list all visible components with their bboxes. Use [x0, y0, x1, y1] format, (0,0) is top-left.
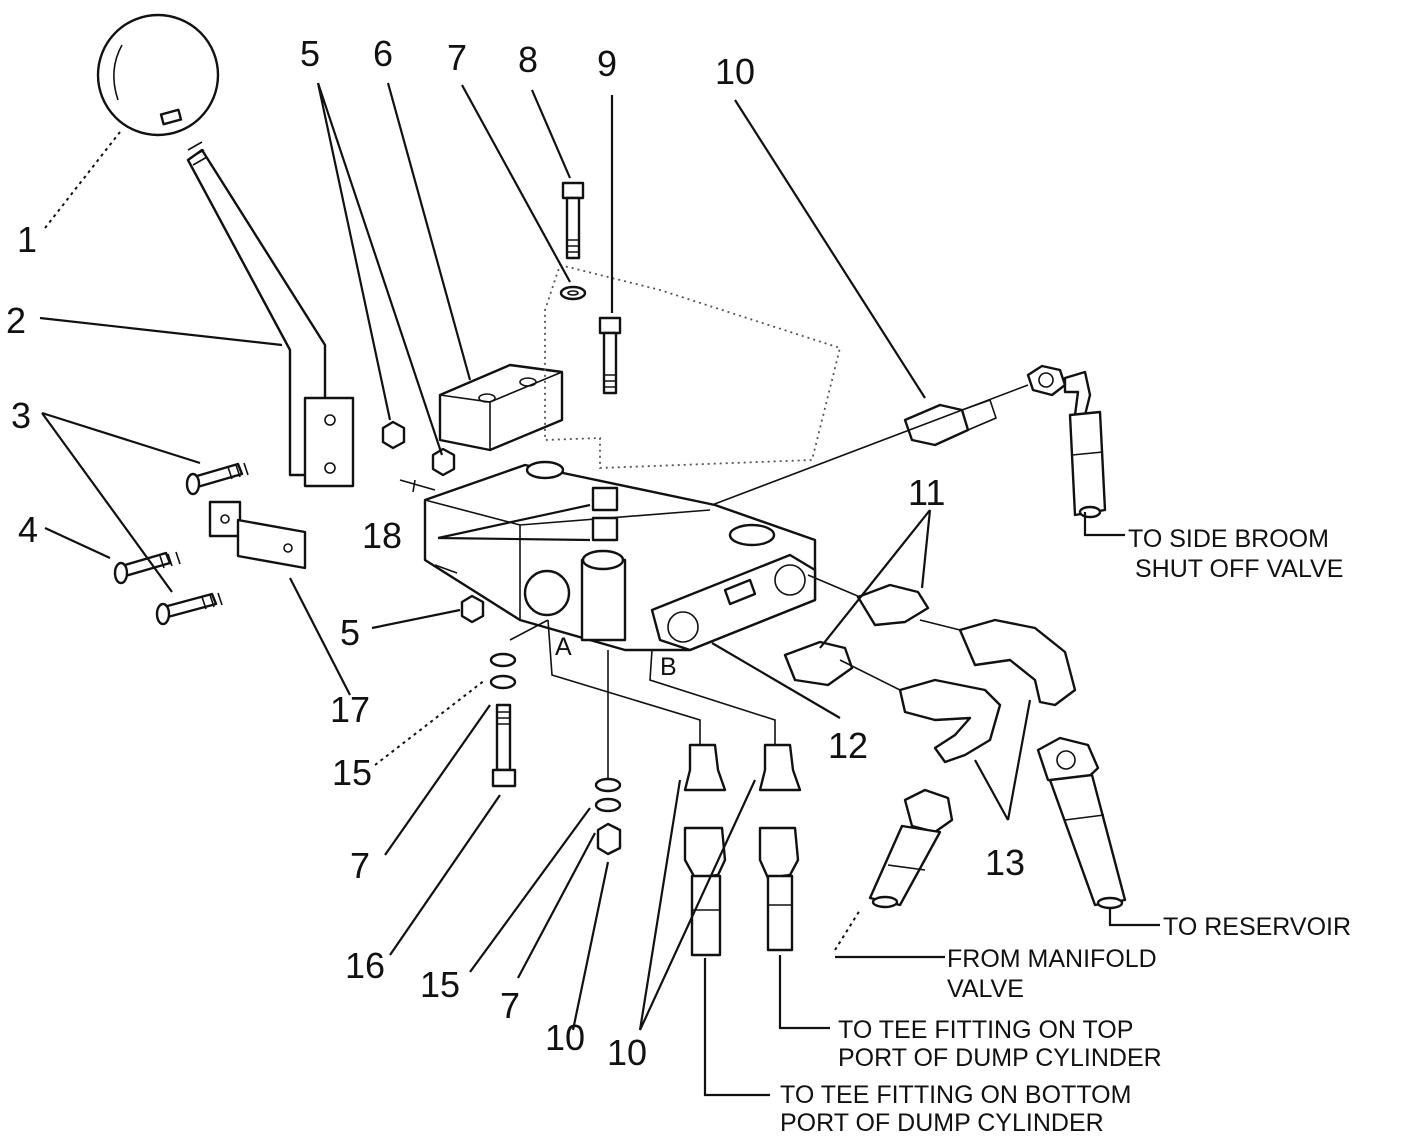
control-valve-body — [399, 460, 817, 652]
note-side-broom-line1: TO SIDE BROOM — [1128, 525, 1329, 553]
callout-3: 3 — [11, 395, 31, 436]
mounting-bracket-outline — [544, 263, 842, 469]
callout-10-fittings: 10 — [607, 1032, 647, 1073]
callout-2: 2 — [6, 300, 26, 341]
port-label-a: A — [555, 633, 572, 661]
right-port-fittings — [783, 583, 1077, 764]
callout-12: 12 — [828, 725, 868, 766]
handle-lever — [186, 141, 355, 488]
callout-9: 9 — [597, 43, 617, 84]
callout-18: 18 — [362, 515, 402, 556]
callout-17: 17 — [330, 689, 370, 730]
callout-5-top: 5 — [300, 33, 320, 74]
reservoir-hose — [1036, 736, 1127, 910]
callout-7-left: 7 — [350, 845, 370, 886]
note-tee-bottom-line2: PORT OF DUMP CYLINDER — [780, 1109, 1104, 1137]
manifold-hose — [868, 788, 954, 909]
spacer-block — [438, 363, 564, 452]
callout-16: 16 — [345, 945, 385, 986]
note-tee-top-line1: TO TEE FITTING ON TOP — [838, 1016, 1133, 1044]
nuts-5 — [381, 420, 485, 624]
callout-13: 13 — [985, 842, 1025, 883]
callout-6: 6 — [373, 33, 393, 74]
callout-5-bottom: 5 — [340, 612, 360, 653]
callout-4: 4 — [18, 509, 38, 550]
note-tee-top-line2: PORT OF DUMP CYLINDER — [838, 1044, 1162, 1072]
link-plates — [208, 500, 307, 570]
callout-15-bottom: 15 — [420, 964, 460, 1005]
callout-7-top: 7 — [447, 37, 467, 78]
callout-11: 11 — [908, 472, 945, 513]
note-manifold-line2: VALVE — [947, 975, 1024, 1003]
callout-10-top: 10 — [715, 51, 755, 92]
callout-8: 8 — [518, 39, 538, 80]
callout-numbers: 1 2 3 4 5 5 6 7 7 7 8 9 10 10 10 11 12 1… — [6, 33, 1025, 1073]
callout-1: 1 — [17, 219, 37, 260]
callout-7-bottom: 7 — [500, 985, 520, 1026]
bolt-16 — [489, 652, 622, 856]
hose-destination-notes: TO SIDE BROOM SHUT OFF VALVE TO RESERVOI… — [780, 525, 1351, 1137]
note-reservoir: TO RESERVOIR — [1163, 913, 1351, 941]
note-manifold-line1: FROM MANIFOLD — [947, 945, 1157, 973]
bolts-8-9 — [559, 181, 622, 395]
lower-fittings-and-hoses — [683, 743, 802, 957]
callout-15-left: 15 — [332, 752, 372, 793]
leader-lines — [39, 82, 1160, 1097]
callout-10-nut: 10 — [545, 1017, 585, 1058]
port-label-b: B — [660, 653, 677, 681]
note-side-broom-line2: SHUT OFF VALVE — [1135, 555, 1343, 583]
note-tee-bottom-line1: TO TEE FITTING ON BOTTOM — [780, 1081, 1131, 1109]
bolts-3-4 — [113, 462, 249, 626]
knob — [96, 13, 220, 137]
upper-fitting-and-hose — [903, 364, 1107, 519]
